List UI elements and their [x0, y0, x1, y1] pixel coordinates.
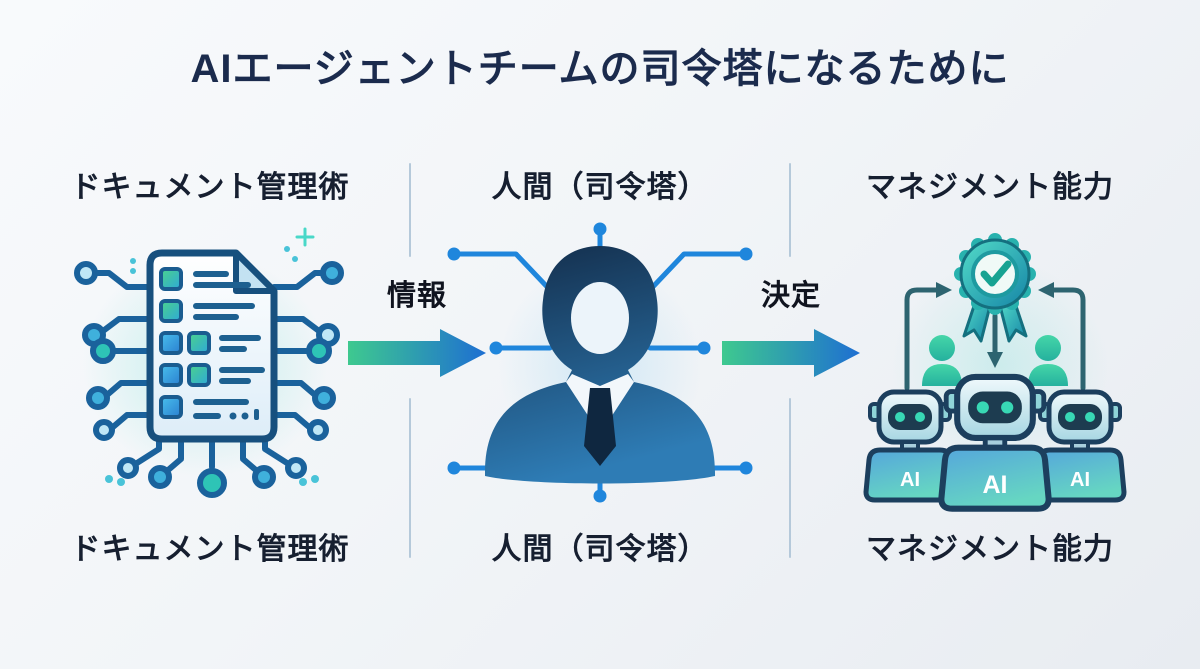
column-top-label-human: 人間（司令塔） [491, 171, 709, 204]
checkmark-icon [980, 260, 1012, 287]
team-member-silhouettes [922, 335, 1068, 386]
divider-right-lower [789, 398, 791, 558]
decision-arrow-icon [722, 329, 860, 377]
award-badge-icon [954, 233, 1036, 343]
circuit-nodes-left [74, 261, 116, 441]
column-bottom-label-documents: ドキュメント管理術 [70, 533, 350, 566]
document-checklist [159, 267, 265, 420]
human-commander-icon [447, 222, 753, 503]
circuit-nodes-right [306, 261, 344, 441]
column-bottom-label-management: マネジメント能力 [866, 533, 1114, 566]
document-circuit-icon [74, 227, 344, 498]
info-arrow-icon [348, 329, 486, 377]
ai-robot-team-icon: AI AI AI [850, 233, 1150, 512]
column-top-label-documents: ドキュメント管理術 [70, 171, 350, 204]
circuit-traces-left [92, 270, 153, 430]
person-tie [584, 388, 616, 466]
circuit-nodes-bottom [117, 457, 307, 498]
info-arrow-group: 情報 [348, 272, 486, 391]
circuit-accent-dots [105, 246, 319, 486]
connector-end-dots [447, 222, 753, 503]
decision-arrow-label: 決定 [760, 280, 821, 312]
feedback-flow-arrows [904, 282, 1086, 391]
sparkle-icon [295, 227, 315, 247]
column-top-label-management: マネジメント能力 [866, 171, 1114, 204]
column-bottom-label-human: 人間（司令塔） [491, 533, 709, 566]
circuit-traces-right [271, 270, 326, 430]
person-face [571, 282, 629, 354]
ai-chest-label-center: AI [983, 471, 1008, 499]
document-sheet [146, 249, 278, 443]
document-fold-corner [233, 250, 277, 294]
page-title: AIエージェントチームの司令塔になるために [190, 47, 1010, 91]
person-silhouette [485, 246, 715, 484]
divider-left-lower [409, 398, 411, 558]
ai-chest-label-left: AI [900, 469, 920, 491]
divider-left-upper [409, 163, 411, 257]
info-arrow-label: 情報 [386, 280, 447, 312]
decision-arrow-group: 決定 [722, 272, 860, 391]
divider-right-upper [789, 163, 791, 257]
ai-chest-label-right: AI [1070, 469, 1090, 491]
